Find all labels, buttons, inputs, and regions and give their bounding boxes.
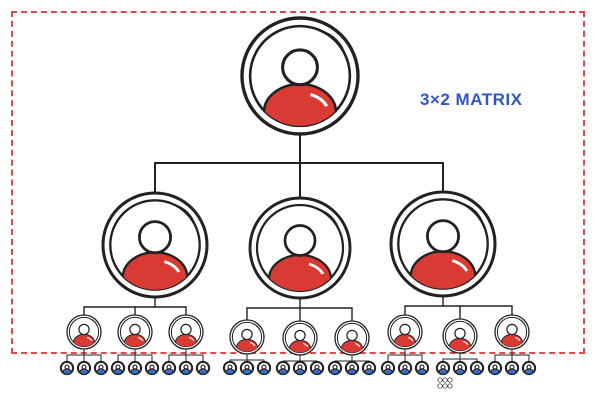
person-icon-l3-9 [222, 360, 238, 376]
person-icon-l3-21 [435, 360, 451, 376]
person-icon-l3-25 [504, 360, 520, 376]
person-icon-l2-4 [282, 320, 318, 356]
person-icon-l3-22 [452, 360, 468, 376]
person-icon-l1-2 [389, 190, 497, 298]
person-icon-l3-6 [161, 360, 177, 376]
person-icon-l3-15 [327, 360, 343, 376]
person-icon-l3-0 [59, 360, 75, 376]
matrix-title: 3×2 MATRIX [420, 90, 523, 109]
tiny-person-icon [447, 383, 453, 389]
person-icon-l3-10 [239, 360, 255, 376]
person-icon-l3-8 [195, 360, 211, 376]
person-icon-root [240, 16, 360, 136]
tiny-person-icon [437, 377, 443, 383]
person-icon-l1-1 [248, 196, 352, 300]
person-icon-l2-2 [168, 314, 204, 350]
person-icon-l3-2 [93, 360, 109, 376]
person-icon-l3-19 [397, 360, 413, 376]
person-icon-l2-3 [229, 319, 265, 355]
tiny-person-icon [442, 383, 448, 389]
person-icon-l3-26 [521, 360, 537, 376]
person-icon-l3-1 [76, 360, 92, 376]
person-icon-l3-4 [127, 360, 143, 376]
person-icon-l3-24 [487, 360, 503, 376]
person-icon-l3-18 [380, 360, 396, 376]
person-icon-l1-0 [101, 191, 209, 299]
person-icon-l2-5 [334, 320, 370, 356]
tiny-person-icon [447, 377, 453, 383]
person-icon-l2-8 [494, 314, 530, 350]
person-icon-l2-0 [66, 314, 102, 350]
person-icon-l3-3 [110, 360, 126, 376]
person-icon-l3-14 [309, 360, 325, 376]
person-icon-l2-7 [442, 318, 478, 354]
person-icon-l3-20 [414, 360, 430, 376]
person-icon-l3-5 [144, 360, 160, 376]
person-icon-l3-23 [469, 360, 485, 376]
person-icon-l3-17 [361, 360, 377, 376]
person-icon-l2-6 [387, 314, 423, 350]
person-icon-l3-11 [256, 360, 272, 376]
tiny-person-icon [442, 377, 448, 383]
tiny-person-icon [437, 383, 443, 389]
person-icon-l3-12 [275, 360, 291, 376]
person-icon-l3-13 [292, 360, 308, 376]
person-icon-l3-7 [178, 360, 194, 376]
person-icon-l2-1 [117, 314, 153, 350]
person-icon-l3-16 [344, 360, 360, 376]
